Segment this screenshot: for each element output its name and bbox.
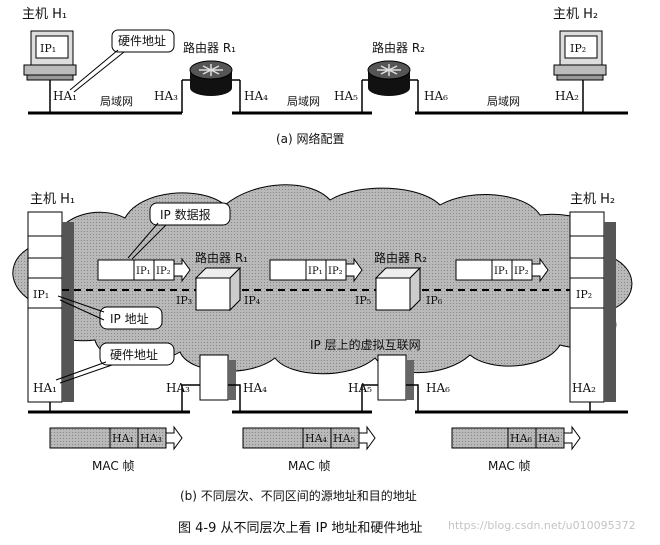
pkt3-src: IP₁ [494, 266, 509, 277]
b-host2-label: 主机 H₂ [570, 192, 615, 207]
ip-datagram-1 [97, 257, 191, 283]
b-ha1: HA₁ [33, 381, 57, 395]
a-host2-ip: IP₂ [570, 42, 586, 55]
router2-pillar [361, 354, 419, 412]
mac-frame-2 [242, 425, 376, 451]
part-a-network-config: 主机 H₁ 主机 H₂ IP₁ IP₂ 路由器 R₁ 路由器 R₂ 硬件地址 H… [22, 7, 628, 146]
mac-frame-label-1: MAC 帧 [92, 459, 135, 473]
b-ip5: IP₅ [355, 294, 371, 307]
host1-protocol-stack [27, 211, 74, 412]
a-host1-ip: IP₁ [40, 42, 56, 55]
pkt2-src: IP₁ [308, 266, 323, 277]
hw-callout-pointer [69, 49, 119, 91]
b-virtual-net-label: IP 层上的虚拟互联网 [310, 337, 421, 352]
a-host2-label: 主机 H₂ [553, 7, 598, 22]
ip-datagram-2 [269, 257, 363, 283]
mac-frame-3 [451, 425, 581, 451]
frame3-dst: HA₂ [538, 432, 560, 445]
b-ip1: IP₁ [33, 288, 49, 301]
watermark: https://blog.csdn.net/u010095372 [448, 519, 636, 532]
b-ip3: IP₃ [176, 294, 192, 307]
pkt3-dst: IP₂ [514, 266, 529, 277]
router2-icon [361, 60, 419, 113]
host1-computer-icon [23, 30, 77, 113]
host2-protocol-stack [569, 211, 616, 412]
router1-cube [194, 266, 242, 312]
ip-address-callout [57, 295, 163, 330]
a-lan2-label: 局域网 [287, 95, 320, 108]
b-ha4: HA₄ [243, 381, 267, 395]
frame1-src: HA₁ [112, 432, 134, 445]
b-router1-label: 路由器 R₁ [195, 250, 248, 265]
frame2-src: HA₄ [305, 432, 328, 445]
hw-callout-box [111, 29, 175, 53]
a-ha1: HA₁ [53, 89, 77, 103]
frame1-dst: HA₃ [140, 432, 162, 445]
figure-caption: 图 4-9 从不同层次上看 IP 地址和硬件地址 [178, 520, 422, 536]
pkt1-dst: IP₂ [156, 266, 171, 277]
b-ip-datagram-label: IP 数据报 [160, 207, 211, 222]
b-ha6: HA₆ [426, 381, 450, 395]
hw-address-callout [55, 342, 175, 384]
b-ip4: IP₄ [244, 294, 261, 307]
a-ha4: HA₄ [244, 89, 268, 103]
a-ha6: HA₆ [424, 89, 448, 103]
mac-frame-label-3: MAC 帧 [488, 459, 531, 473]
b-ha2: HA₂ [572, 381, 596, 395]
b-ip-address-label: IP 地址 [110, 312, 149, 326]
b-router2-label: 路由器 R₂ [374, 250, 427, 265]
host2-computer-icon [553, 30, 607, 113]
a-hw-callout-text: 硬件地址 [118, 34, 166, 48]
a-lan3-label: 局域网 [487, 95, 520, 108]
a-host1-label: 主机 H₁ [22, 7, 67, 22]
part-b-addresses: 主机 H₁ 主机 H₂ 路由器 R₁ 路由器 R₂ IP 数据报 IP 地址 硬… [12, 184, 633, 503]
ip-datagram-3 [455, 257, 549, 283]
b-ip2: IP₂ [576, 288, 592, 301]
mac-frame-1 [49, 425, 183, 451]
b-hw-address-label: 硬件地址 [110, 348, 158, 362]
router1-icon [181, 60, 241, 113]
router1-pillar [181, 354, 241, 412]
router2-cube [374, 266, 422, 312]
pkt2-dst: IP₂ [328, 266, 343, 277]
frame3-src: HA₆ [510, 432, 533, 445]
b-ip6: IP₆ [426, 294, 443, 307]
a-ha2: HA₂ [555, 89, 579, 103]
b-caption: (b) 不同层次、不同区间的源地址和目的地址 [180, 488, 417, 503]
ip-datagram-callout [127, 202, 231, 260]
a-router1-label: 路由器 R₁ [183, 40, 236, 55]
b-host1-label: 主机 H₁ [30, 192, 75, 207]
pkt1-src: IP₁ [136, 266, 151, 277]
a-caption: (a) 网络配置 [276, 131, 345, 146]
a-ha3: HA₃ [154, 89, 178, 103]
mac-frame-label-2: MAC 帧 [288, 459, 331, 473]
frame2-dst: HA₅ [333, 432, 355, 445]
b-ha3: HA₃ [166, 381, 190, 395]
a-ha5: HA₅ [334, 89, 358, 103]
b-ha5: HA₅ [348, 381, 372, 395]
a-lan1-label: 局域网 [100, 95, 133, 108]
a-router2-label: 路由器 R₂ [372, 40, 425, 55]
